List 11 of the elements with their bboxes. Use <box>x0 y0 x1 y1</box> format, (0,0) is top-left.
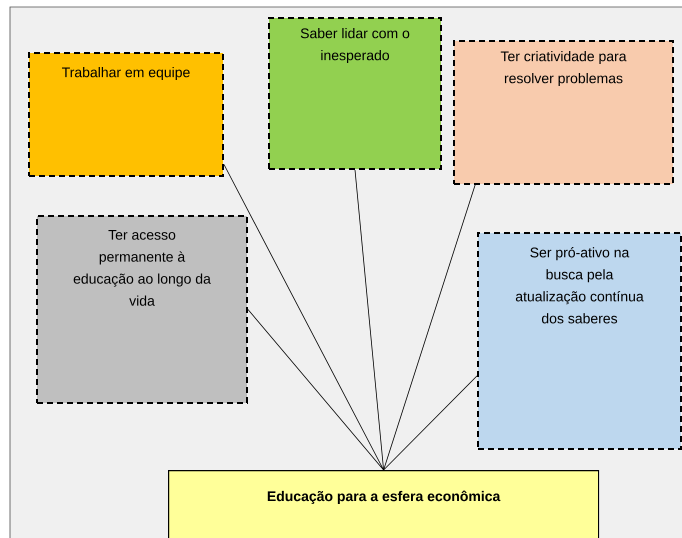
connector-line <box>224 164 384 470</box>
connector-line <box>248 309 384 470</box>
connector-line <box>354 170 384 470</box>
connector-line <box>383 184 476 470</box>
dashed-box: Ter acesso permanente à educação ao longo da vida <box>36 215 248 404</box>
title-box: Educação para a esfera econômica <box>168 470 600 538</box>
dashed-box: Ter criatividade para resolver problemas <box>453 40 674 185</box>
dashed-box: Ser pró-ativo na busca pela atualização contínua dos saberes <box>477 232 682 450</box>
connector-line <box>383 375 478 470</box>
dashed-box: Saber lidar com o inesperado <box>268 17 442 170</box>
dashed-box: Trabalhar em equipe <box>28 52 224 177</box>
